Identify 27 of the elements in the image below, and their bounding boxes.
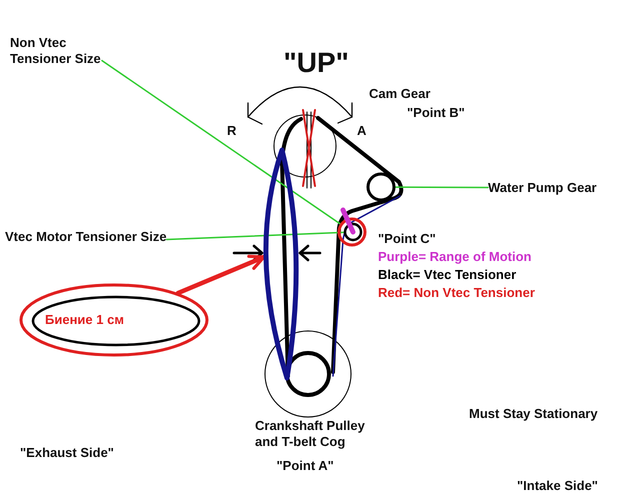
side-label: "Exhaust Side": [20, 445, 114, 460]
legend-entry: Purple= Range of Motion: [378, 249, 532, 264]
pump-gear: [366, 172, 396, 202]
part-label: Cam Gear: [369, 86, 430, 101]
note-text: Must Stay Stationary: [469, 406, 598, 421]
side-label: "Intake Side": [517, 478, 598, 493]
part-label: Vtec Motor Tensioner Size: [5, 229, 167, 244]
direction-label: "UP": [284, 47, 349, 79]
legend-entry: Black= Vtec Tensioner: [378, 267, 516, 282]
tensioner-pulley: [344, 222, 362, 242]
direction-label: R: [227, 123, 236, 138]
belt-loop: [264, 148, 299, 380]
leader-line: [101, 60, 341, 225]
callout-text: Биение 1 см: [45, 312, 124, 328]
arrow: [176, 254, 266, 296]
point-label: "Point C": [378, 231, 436, 246]
part-label: Water Pump Gear: [488, 180, 597, 195]
part-label: Non Vtec Tensioner Size: [10, 35, 102, 67]
part-label: Crankshaft Pulley and T-belt Cog: [255, 418, 366, 450]
tensioner-ring: [338, 218, 366, 246]
leader-line: [166, 232, 345, 240]
point-label: "Point A": [276, 458, 334, 473]
leader-line: [394, 186, 489, 188]
callout-oval: [19, 283, 209, 357]
point-label: "Point B": [407, 105, 465, 120]
direction-label: A: [357, 123, 366, 138]
legend-entry: Red= Non Vtec Tensioner: [378, 285, 535, 300]
